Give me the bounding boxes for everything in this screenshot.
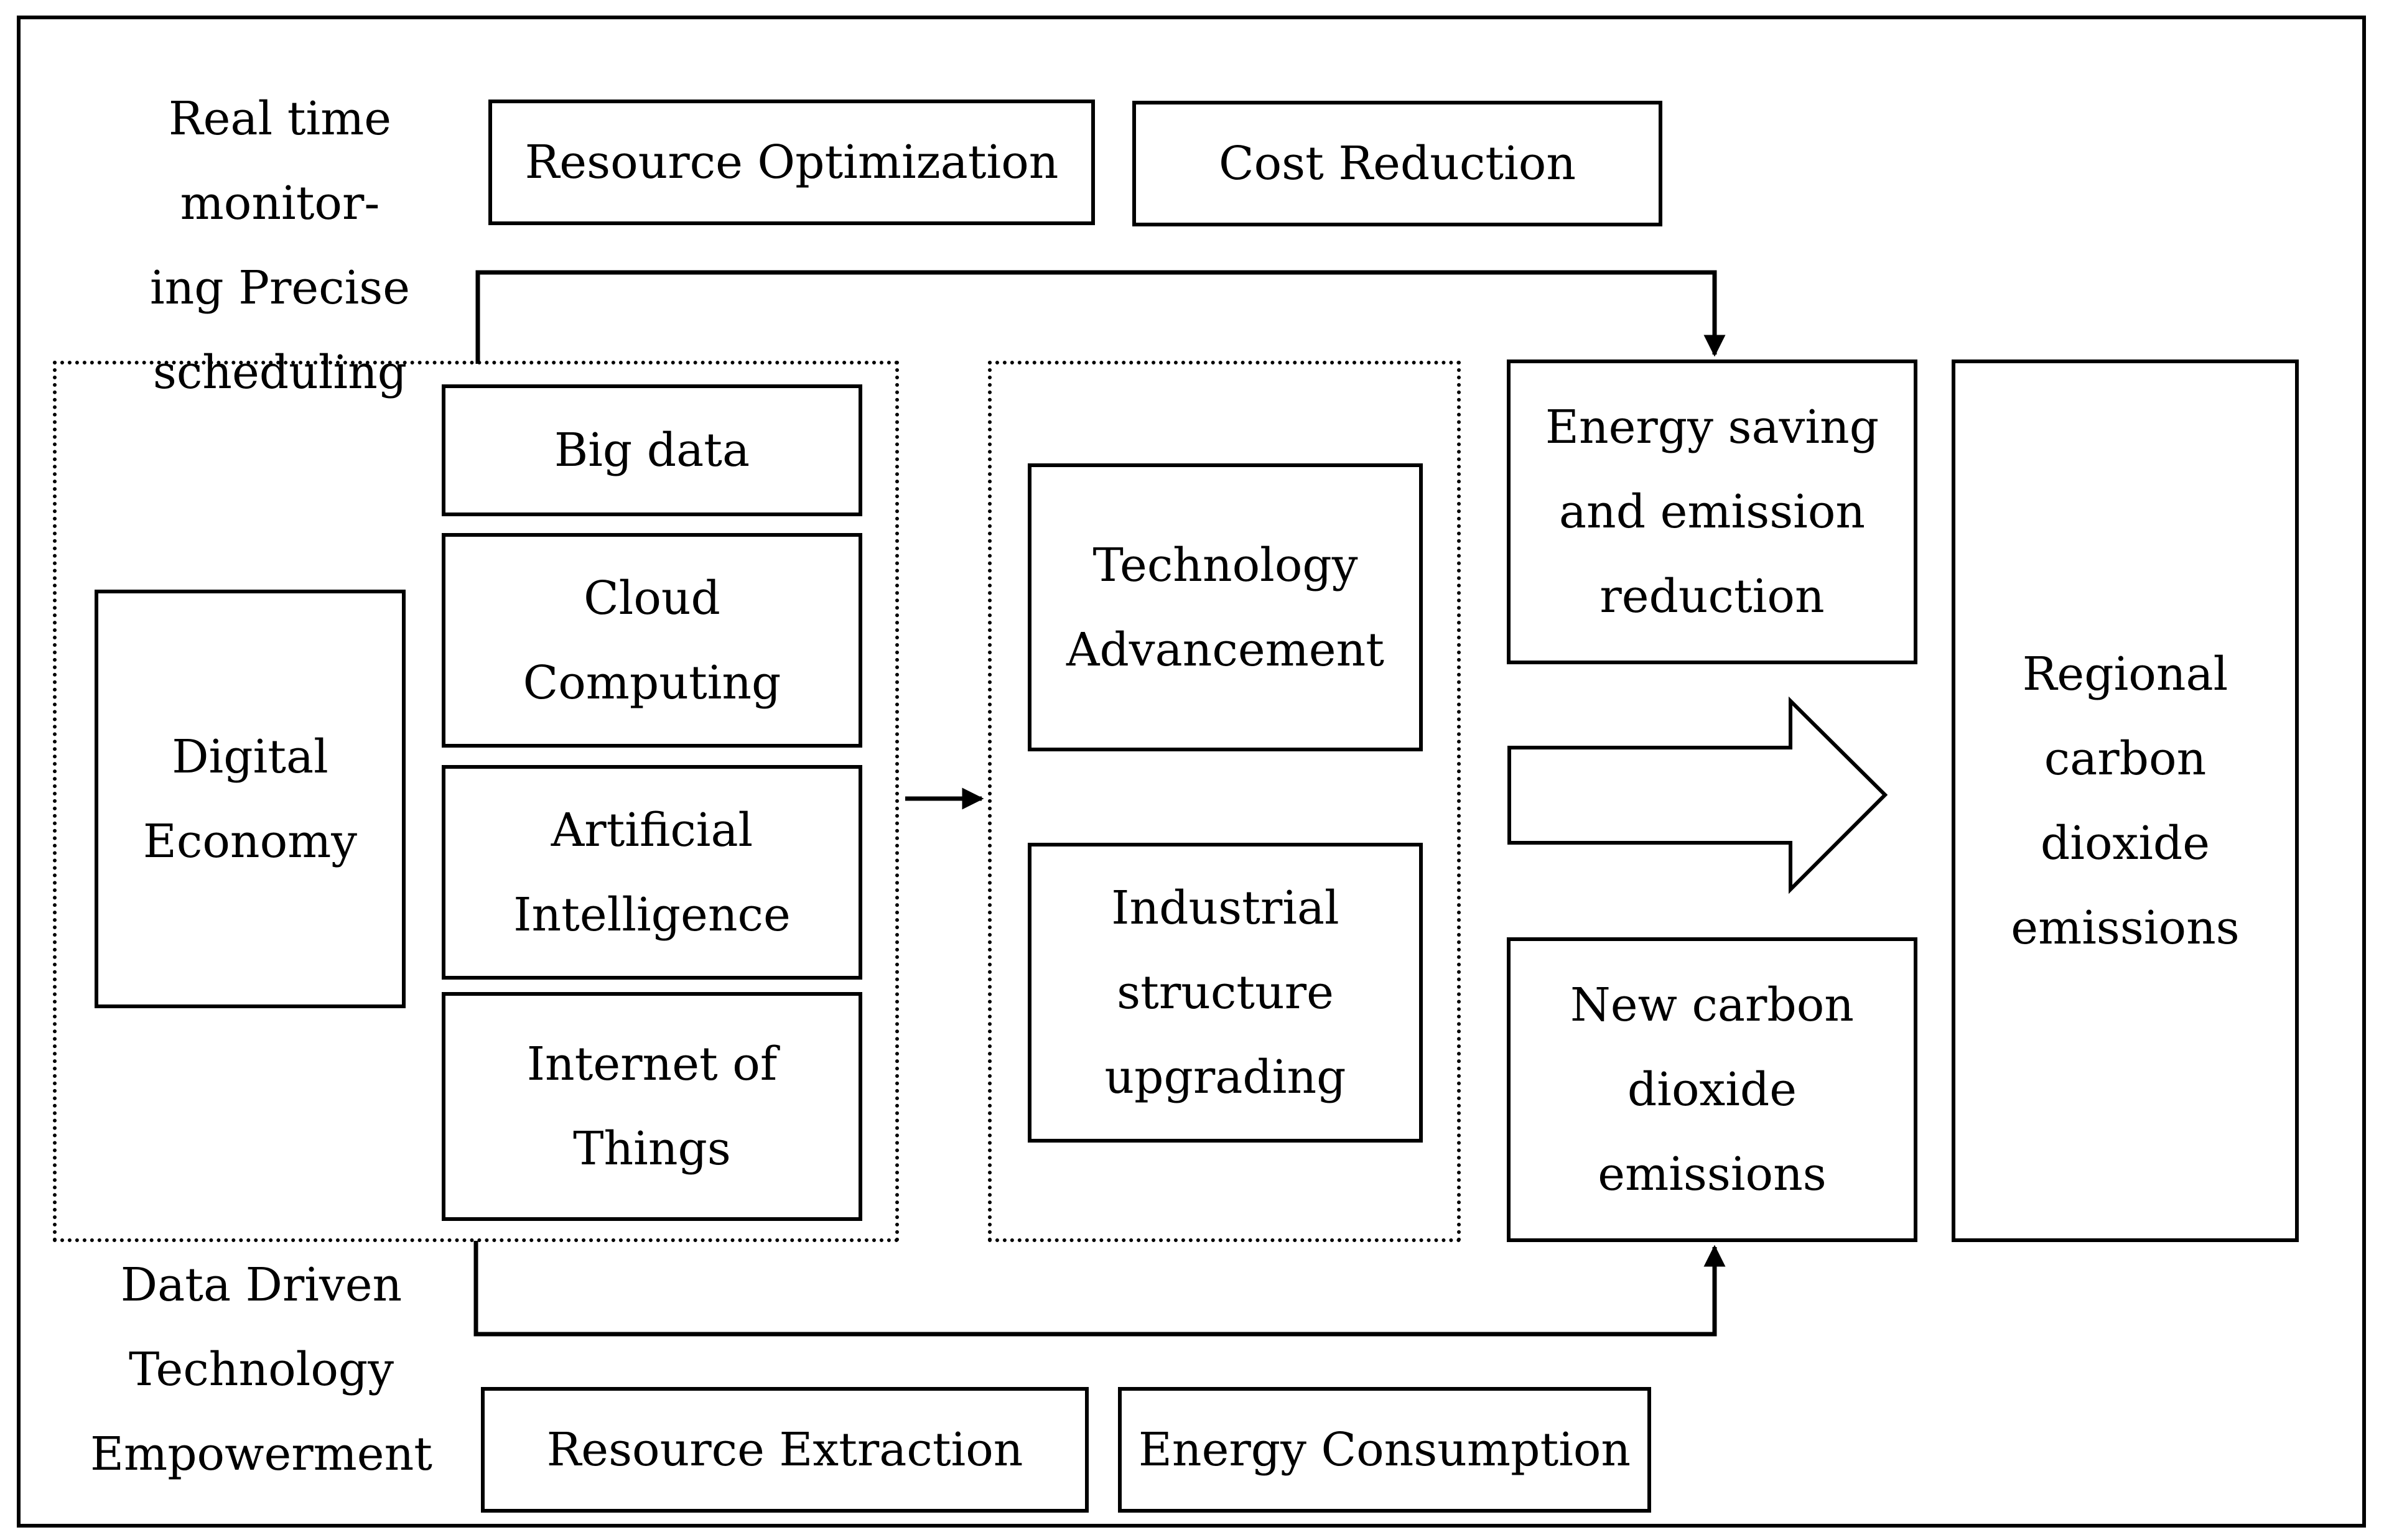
block-arrow (1507, 696, 1888, 894)
cloud-computing-box: Cloud Computing (442, 533, 862, 748)
industrial-structure-upgrading-box: Industrial structure upgrading (1028, 843, 1423, 1143)
resource-optimization-box: Resource Optimization (488, 100, 1095, 225)
big-data-box: Big data (442, 384, 862, 516)
top-path-arrow (475, 270, 1726, 364)
bottom-annotation: Data Driven Technology Empowerment (90, 1258, 432, 1481)
outer-frame (17, 16, 2366, 1528)
technology-advancement-box: Technology Advancement (1028, 463, 1423, 751)
digital-economy-box: Digital Economy (95, 590, 406, 1008)
energy-saving-box: Energy saving and emission reduction (1507, 359, 1917, 664)
resource-extraction-box: Resource Extraction (481, 1387, 1089, 1513)
cost-reduction-box: Cost Reduction (1132, 101, 1662, 226)
new-emissions-box: New carbon dioxide emissions (1507, 937, 1917, 1242)
mechanism-group (988, 361, 1461, 1242)
digital-economy-group (53, 361, 899, 1242)
top-annotation: Real time monitor- ing Precise schedulin… (149, 92, 411, 399)
bottom-path-arrow (473, 1241, 1726, 1337)
artificial-intelligence-box: Artificial Intelligence (442, 765, 862, 980)
internet-of-things-box: Internet of Things (442, 992, 862, 1221)
energy-consumption-box: Energy Consumption (1118, 1387, 1651, 1513)
regional-emissions-box: Regional carbon dioxide emissions (1952, 359, 2299, 1242)
